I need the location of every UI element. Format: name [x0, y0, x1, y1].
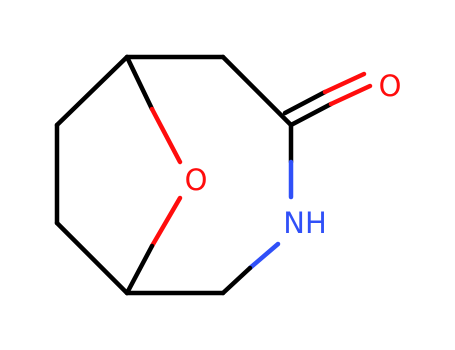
bond-o-c6-bridge-carbon-half [124, 243, 155, 296]
bond-c2-c3 [220, 54, 294, 128]
bond-c3-o-carbonyl-inner-carbon-half [288, 101, 334, 128]
atom-label-nitrogen: NH [283, 206, 327, 240]
bond-c7-c6 [54, 220, 130, 296]
bond-n-c5-carbon-half [220, 265, 253, 296]
bond-c3-o-carbonyl-outer-carbon-half [282, 89, 328, 116]
atom-label-oxygen-carbonyl: O [379, 69, 402, 103]
bond-c1-o-bridge-carbon-half [124, 54, 155, 112]
bond-c3-o-carbonyl-inner-oxygen-half [328, 83, 373, 107]
bond-c3-o-carbonyl-outer-oxygen-half [322, 71, 367, 95]
bond-c1-o-bridge-oxygen-half [149, 106, 183, 165]
bond-c1-c8 [54, 54, 130, 128]
atom-label-oxygen-bridge: O [185, 163, 208, 197]
bond-o-c6-bridge-oxygen-half [149, 195, 183, 249]
bond-n-c5-nitrogen-half [247, 241, 281, 271]
